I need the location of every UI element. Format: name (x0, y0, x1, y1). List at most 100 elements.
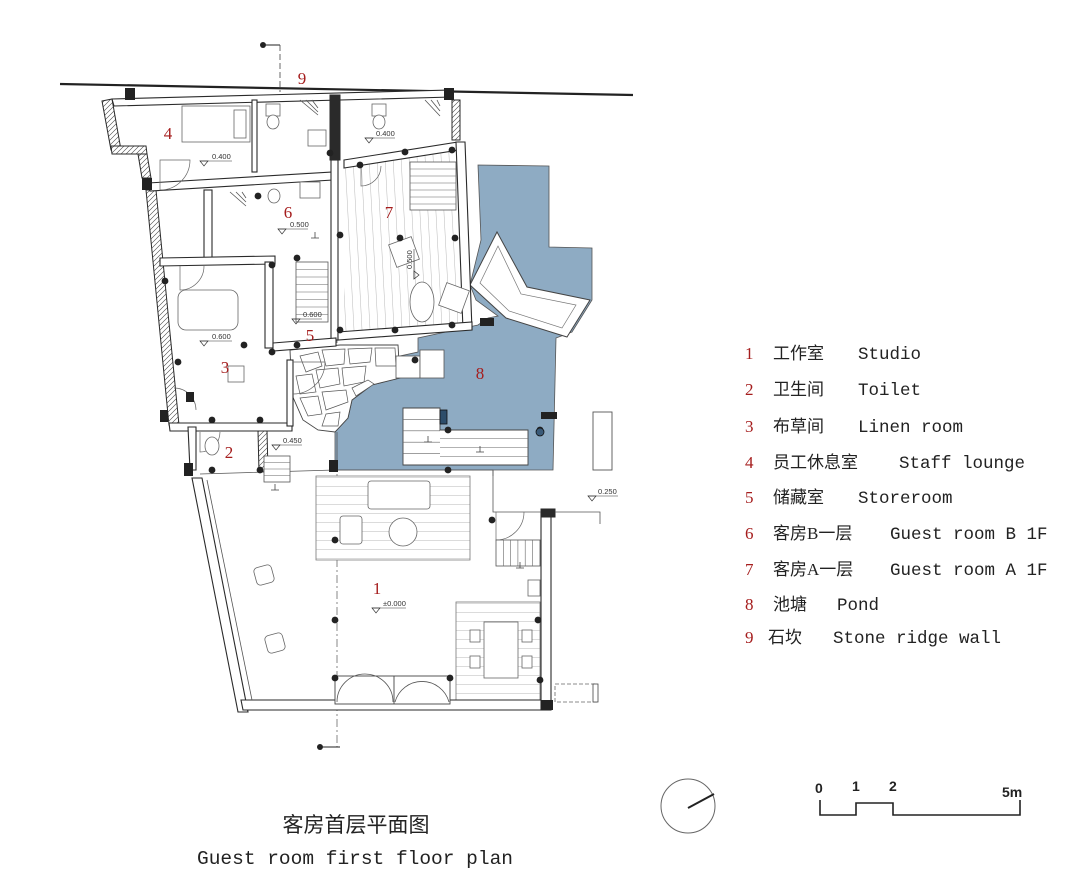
wall-cap (540, 508, 556, 518)
column (186, 392, 194, 402)
column (208, 416, 216, 424)
paving-stone (374, 347, 397, 367)
column (254, 192, 262, 200)
wall (286, 359, 294, 427)
room-number-studio: 1 (373, 579, 382, 598)
legend-label-zh: 池塘 (773, 595, 807, 614)
stair-up-arrow-icon (476, 446, 484, 453)
studio-entrance-doors (334, 673, 451, 705)
section-marker-bottom-dot (317, 744, 323, 750)
room-number-pond: 8 (476, 364, 485, 383)
walls (101, 89, 601, 713)
washbasin (299, 181, 321, 199)
toilet-fixture (267, 188, 281, 204)
paving-stone (321, 411, 341, 427)
column (396, 234, 404, 242)
legend-item: 1 工作室 Studio (745, 344, 921, 365)
column (336, 326, 344, 334)
column (174, 358, 182, 366)
stair-up-arrow-icon (516, 562, 524, 569)
legend-label-zh: 布草间 (773, 417, 824, 436)
elevation-triangle (371, 607, 381, 614)
room-number-stone-ridge-wall: 9 (298, 69, 307, 88)
column (268, 261, 276, 269)
column (293, 341, 301, 349)
legend-label-zh: 石坎 (768, 628, 802, 647)
column (411, 356, 419, 364)
armchair (339, 515, 363, 545)
stone-wall (145, 189, 180, 426)
column (161, 277, 169, 285)
stone-ridge-line (59, 82, 634, 97)
column (448, 146, 456, 154)
column (268, 348, 276, 356)
outdoor-steps (554, 683, 598, 703)
elevation-triangle (277, 228, 287, 235)
column (256, 416, 264, 424)
legend-item: 6 客房B一层 Guest room B 1F (745, 524, 1048, 545)
wall (111, 89, 453, 107)
column (444, 466, 452, 474)
paving-stone (347, 347, 373, 365)
shower-fan (229, 191, 247, 207)
door-swing-arc (292, 361, 326, 395)
wall (187, 426, 197, 471)
compass-circle (660, 778, 716, 834)
toilet-fixture (372, 114, 386, 130)
legend-label-zh: 工作室 (773, 344, 824, 363)
door-swing-arc (360, 165, 382, 187)
bathtub (409, 281, 435, 323)
elevation-triangle (199, 160, 209, 167)
pond-light (535, 427, 545, 437)
section-marker-top-dot (260, 42, 266, 48)
door-swing-arc (179, 265, 205, 291)
column (391, 326, 399, 334)
compass-needle (687, 793, 715, 809)
legend-number: 1 (745, 344, 754, 363)
stair-up-arrow-icon (311, 232, 319, 239)
dining-chair (469, 629, 481, 643)
legend-number: 7 (745, 560, 754, 579)
legend-item: 9 石坎 Stone ridge wall (745, 628, 1001, 649)
elevation-marker: 0.250 (587, 487, 618, 502)
column (184, 463, 193, 476)
legend-label-en: Toilet (858, 381, 921, 401)
columns (125, 88, 557, 710)
column (142, 178, 152, 190)
legend-label-en: Guest room A 1F (890, 561, 1048, 581)
column (125, 88, 135, 100)
column (541, 700, 553, 710)
door-swing-arc (495, 511, 525, 541)
legend-label-en: Staff lounge (899, 454, 1025, 474)
dining-chair (521, 655, 533, 669)
column (331, 674, 339, 682)
column (446, 674, 454, 682)
column (293, 254, 301, 262)
furniture (177, 99, 541, 679)
elevation-label: 0.600 (212, 332, 231, 341)
door-swing-arc (336, 673, 394, 703)
wall (203, 189, 213, 259)
drawing-title-zh: 客房首层平面图 (283, 813, 430, 837)
elevation-triangle (199, 340, 209, 347)
legend-item: 5 储藏室 Storeroom (745, 488, 953, 509)
elevation-label: 0.450 (283, 436, 302, 445)
wall (159, 255, 276, 267)
washbasin (227, 365, 245, 383)
column (488, 516, 496, 524)
legend-item: 4 员工休息室 Staff lounge (745, 453, 1025, 474)
door-swing-arc (394, 681, 450, 703)
stone-wall (451, 99, 461, 141)
elevation-markers: 0.400 0.400 0.500 0.500 0.600 0.600 (199, 129, 618, 614)
paving-stone (321, 348, 346, 367)
paving-stone (315, 367, 341, 389)
washbasin (527, 579, 541, 597)
column (256, 466, 264, 474)
room-number-guest-room-b: 6 (284, 203, 293, 222)
legend-label-zh: 员工休息室 (773, 453, 858, 472)
scale-bar-line (819, 800, 1021, 816)
column (160, 410, 168, 422)
column (329, 460, 338, 472)
toilet-fixture (265, 103, 281, 117)
